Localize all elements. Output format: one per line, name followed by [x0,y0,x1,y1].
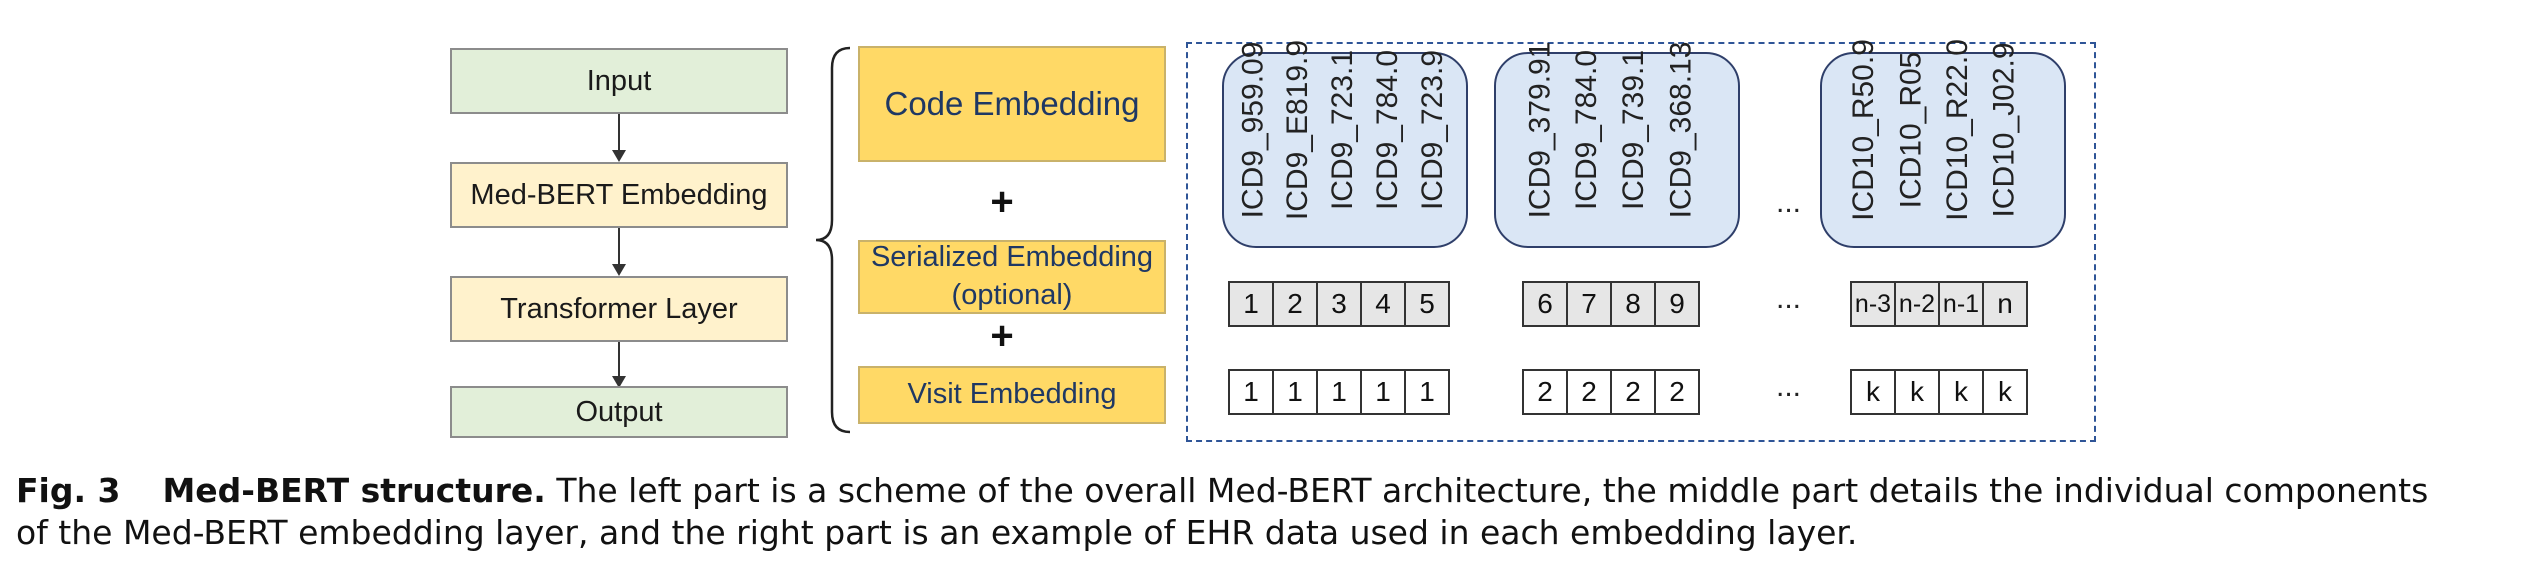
visit-row-2: 2 2 2 2 [1522,369,1700,415]
output-label: Output [575,395,663,428]
code-item: ICD9_379.91 [1523,41,1557,219]
figure-caption: Fig. 3 Med-BERT structure. The left part… [16,470,2536,554]
serial-cell: 6 [1522,281,1568,327]
code-item: ICD10_J02.9 [1988,42,2022,218]
code-item: ICD9_723.1 [1326,49,1360,211]
visit-cell: 2 [1610,369,1656,415]
caption-text-2: of the Med-BERT embedding layer, and the… [16,513,1858,552]
visit-cell: 1 [1228,369,1274,415]
serial-cell: 5 [1404,281,1450,327]
visit-cell: k [1850,369,1896,415]
input-label: Input [586,64,652,97]
transformer-layer-box: Transformer Layer [450,276,788,342]
code-embedding-box: Code Embedding [858,46,1166,162]
visit-cell: 1 [1404,369,1450,415]
transformer-layer-label: Transformer Layer [500,292,738,325]
serial-cell: 3 [1316,281,1362,327]
arrowhead-transformer-to-output [612,376,626,388]
visit-k-codes: ICD10_R50.9 ICD10_R05 ICD10_R22.0 ICD10_… [1820,39,2066,248]
code-item: ICD10_R50.9 [1847,39,1880,221]
code-item: ICD10_R22.0 [1941,39,1974,221]
input-box: Input [450,48,788,114]
serial-cell: 4 [1360,281,1406,327]
plus-sign-2: + [990,314,1014,358]
code-item: ICD9_784.0 [1371,49,1405,211]
visit-cell: k [1982,369,2028,415]
serialized-embedding-optional: (optional) [951,279,1073,311]
visit-cell: 1 [1316,369,1362,415]
code-item: ICD9_784.0 [1570,49,1604,211]
code-item: ICD9_739.1 [1617,49,1651,211]
ehr-example-frame [1186,42,2096,442]
visit-cell: 1 [1272,369,1318,415]
visit-cell: k [1938,369,1984,415]
code-item: ICD9_959.09 [1236,41,1270,219]
serial-cell: 7 [1566,281,1612,327]
visit-cell: 2 [1654,369,1700,415]
arrow-transformer-to-output [618,342,620,378]
serial-row-1: 1 2 3 4 5 [1228,281,1450,327]
serial-row-2: 6 7 8 9 [1522,281,1700,327]
caption-line-1: Fig. 3 Med-BERT structure. The left part… [16,470,2536,512]
arrow-embedding-to-transformer [618,228,620,266]
serial-cell: 1 [1228,281,1274,327]
serialized-embedding-label: Serialized Embedding [870,241,1154,274]
serial-cell: 2 [1272,281,1318,327]
serialized-embedding-box: Serialized Embedding (optional) [858,240,1166,314]
med-bert-embedding-label: Med-BERT Embedding [470,178,768,211]
code-embedding-label: Code Embedding [884,84,1140,122]
visit-cell: 1 [1360,369,1406,415]
ellipsis-codes: ... [1776,186,1802,219]
visit-embedding-box: Visit Embedding [858,366,1166,424]
serial-row-k: n-3 n-2 n-1 n [1850,281,2028,327]
ellipsis-visit: ... [1776,370,1802,403]
serial-cell: n [1982,281,2028,327]
visit-2-codes: ICD9_379.91 ICD9_784.0 ICD9_739.1 ICD9_3… [1494,42,1740,248]
code-item: ICD9_368.13 [1664,41,1698,219]
arrow-input-to-embedding [618,114,620,152]
curly-brace [815,46,851,434]
output-box: Output [450,386,788,438]
visit-row-k: k k k k [1850,369,2028,415]
serial-cell: n-1 [1938,281,1984,327]
serial-cell: n-3 [1850,281,1896,327]
plus-sign-1: + [990,180,1014,224]
arrowhead-embedding-to-transformer [612,264,626,276]
visit-1-codes: ICD9_959.09 ICD9_E819.9 ICD9_723.1 ICD9_… [1222,40,1468,248]
visit-row-1: 1 1 1 1 1 [1228,369,1450,415]
code-item: ICD10_R05 [1894,51,1928,209]
visit-cell: 2 [1522,369,1568,415]
code-item: ICD9_E819.9 [1281,39,1314,221]
code-item: ICD9_723.9 [1416,49,1450,211]
visit-cell: 2 [1566,369,1612,415]
visit-embedding-label: Visit Embedding [907,378,1117,411]
serial-cell: 9 [1654,281,1700,327]
ellipsis-serial: ... [1776,282,1802,315]
visit-cell: k [1894,369,1940,415]
caption-text-1: The left part is a scheme of the overall… [556,471,2429,510]
serial-cell: n-2 [1894,281,1940,327]
caption-label: Fig. 3 [16,471,121,510]
serial-cell: 8 [1610,281,1656,327]
arrowhead-input-to-embedding [612,150,626,162]
caption-title: Med-BERT structure. [162,471,546,510]
med-bert-embedding-box: Med-BERT Embedding [450,162,788,228]
